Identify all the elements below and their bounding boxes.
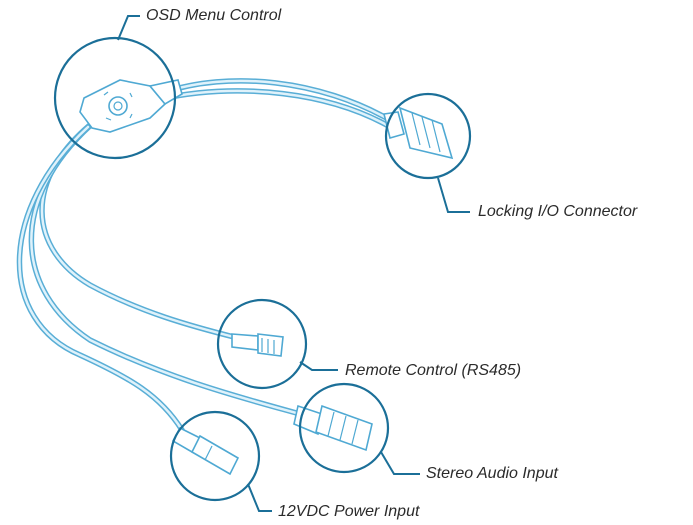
label-12vdc-power-input: 12VDC Power Input bbox=[278, 503, 420, 520]
label-stereo-audio-input: Stereo Audio Input bbox=[426, 465, 558, 482]
callout-audio bbox=[298, 382, 420, 475]
locking-io-connector bbox=[383, 106, 454, 160]
leader-line-io bbox=[437, 177, 470, 213]
leader-line-audio bbox=[380, 451, 420, 475]
callout-rs485 bbox=[216, 298, 338, 390]
cables bbox=[16, 78, 395, 433]
rs485-connector bbox=[231, 333, 284, 357]
label-locking-io-connector: Locking I/O Connector bbox=[478, 203, 638, 220]
cable-audio bbox=[28, 121, 303, 417]
power-connector bbox=[171, 426, 240, 476]
callout-io bbox=[384, 92, 472, 213]
leader-line-osd bbox=[117, 15, 140, 41]
callout-circle-osd bbox=[53, 36, 177, 160]
label-osd-menu-control: OSD Menu Control bbox=[146, 7, 282, 24]
callout-circle-io bbox=[384, 92, 472, 180]
cable-power bbox=[16, 124, 185, 433]
cable-io bbox=[157, 78, 395, 131]
stereo-audio-connector bbox=[293, 404, 373, 452]
label-remote-control-rs485: Remote Control (RS485) bbox=[345, 362, 522, 379]
callout-circle-power bbox=[169, 410, 261, 502]
osd-control-module bbox=[79, 79, 183, 133]
leader-line-power bbox=[247, 483, 272, 512]
callout-osd bbox=[53, 15, 177, 160]
callout-circle-rs485 bbox=[216, 298, 308, 390]
callout-power bbox=[169, 410, 272, 512]
leader-line-rs485 bbox=[299, 361, 338, 371]
callout-circle-audio bbox=[298, 382, 390, 474]
